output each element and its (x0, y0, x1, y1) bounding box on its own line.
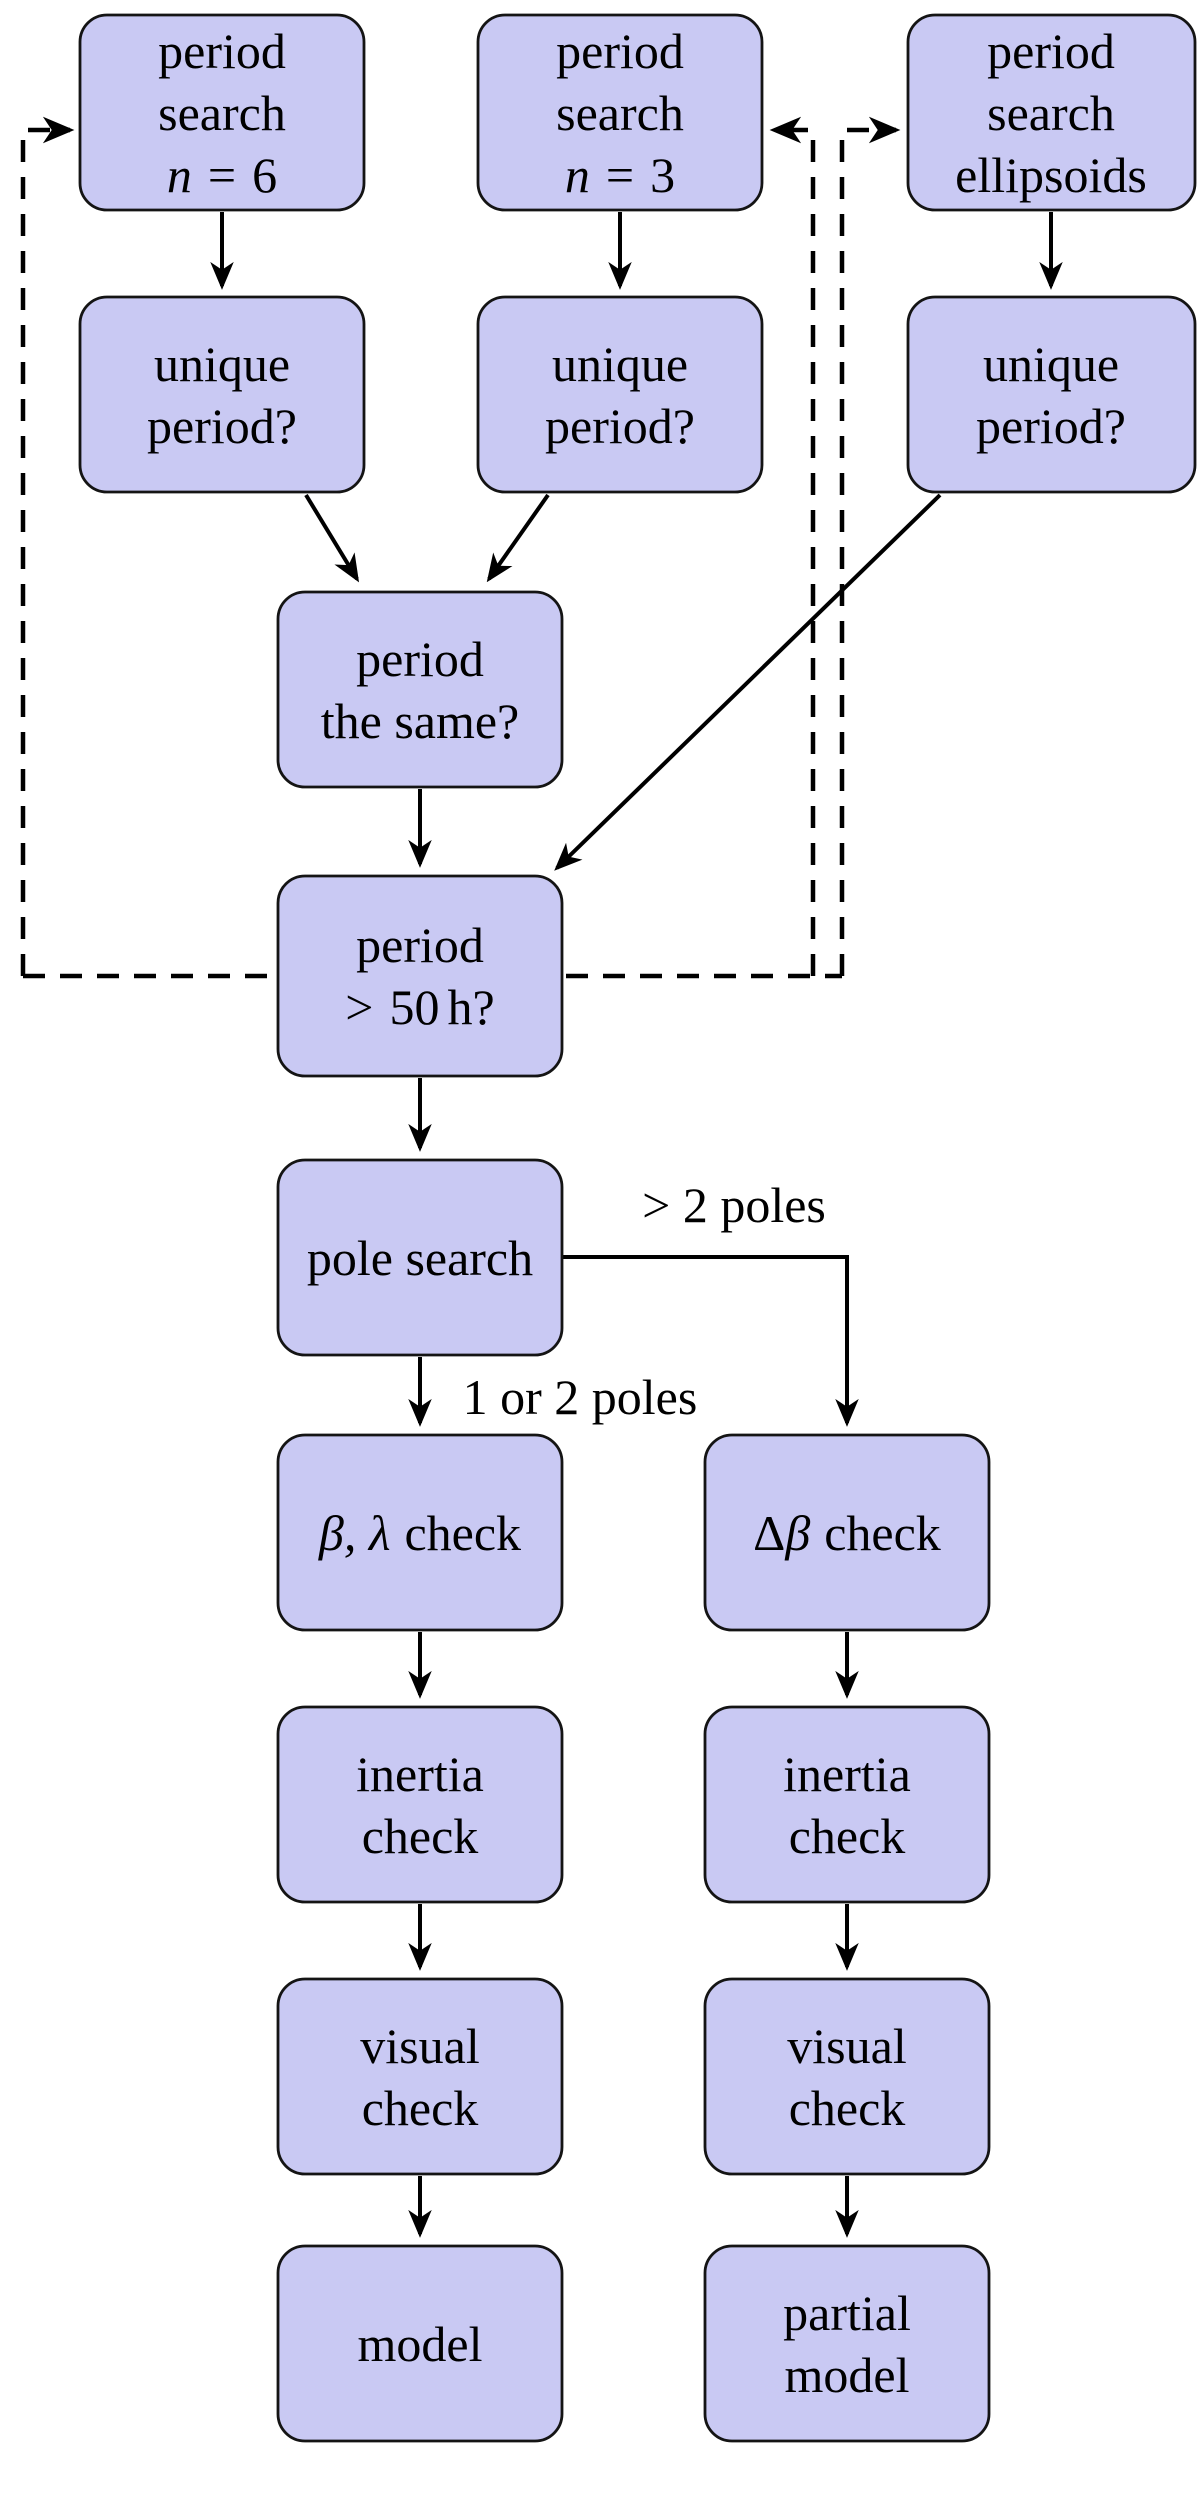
node-period-search-n6-line1: period (158, 23, 286, 79)
node-period-the-same-box (276, 590, 564, 789)
node-period-search-n6-line2: search (158, 85, 286, 141)
feedback-line-inner (769, 116, 816, 976)
arrow-pole-to-db-check (562, 1255, 859, 1427)
feedback-line-outer (839, 116, 901, 976)
node-inertia-check-left: inertia check (276, 1705, 564, 1904)
flow-arrows (210, 212, 1063, 2238)
node-period-search-n6: period search n=6 (78, 13, 366, 212)
node-inertia-check-right-box (703, 1705, 991, 1904)
node-period-search-ellipsoids-line2: search (987, 85, 1115, 141)
node-inertia-check-right-line1: inertia (783, 1746, 911, 1802)
feedback-lines (20, 116, 901, 979)
node-unique-period-2-line2: period? (545, 398, 695, 454)
node-unique-period-2-box (476, 295, 764, 494)
node-visual-check-left-box (276, 1977, 564, 2176)
node-visual-check-right-line1: visual (787, 2018, 906, 2074)
node-beta-lambda-check-box (276, 1433, 564, 1632)
node-unique-period-2-line1: unique (552, 336, 688, 392)
node-unique-period-1-line1: unique (154, 336, 290, 392)
node-period-search-n6-line3: n=6 (167, 147, 277, 203)
node-partial-model-line1: partial (783, 2285, 911, 2341)
node-unique-period-3-line2: period? (976, 398, 1126, 454)
node-unique-period-1-box (78, 295, 366, 494)
node-unique-period-1: unique period? (78, 295, 366, 494)
node-unique-period-1-line2: period? (147, 398, 297, 454)
node-period-search-n3-line1: period (556, 23, 684, 79)
node-visual-check-right-box (703, 1977, 991, 2176)
node-pole-search-box (276, 1158, 564, 1357)
node-period-the-same-line1: period (356, 631, 484, 687)
node-period-search-n6-box (78, 13, 366, 212)
node-inertia-check-right: inertia check (703, 1705, 991, 1904)
node-visual-check-right-line2: check (789, 2080, 906, 2136)
node-model: model (276, 2244, 564, 2443)
node-partial-model: partial model (703, 2244, 991, 2443)
node-period-search-n3-box (476, 13, 764, 212)
arrow-unique1-to-same (304, 493, 360, 583)
node-period-search-ellipsoids-line1: period (987, 23, 1115, 79)
node-period-the-same-line2: the same? (321, 693, 520, 749)
arrow-unique2-to-same (486, 493, 550, 583)
node-period-search-n3-line2: search (556, 85, 684, 141)
node-delta-beta-check-box (703, 1433, 991, 1632)
node-visual-check-left-line2: check (362, 2080, 479, 2136)
node-inertia-check-left-box (276, 1705, 564, 1904)
node-period-search-n3: period search n=3 (476, 13, 764, 212)
feedback-line-left (20, 116, 75, 976)
node-pole-search-label: pole search (307, 1230, 533, 1286)
node-model-label: model (358, 2316, 483, 2372)
node-inertia-check-left-line2: check (362, 1808, 479, 1864)
node-period-gt-50h-line1: period (356, 917, 484, 973)
node-unique-period-2: unique period? (476, 295, 764, 494)
node-inertia-check-right-line2: check (789, 1808, 906, 1864)
node-period-search-ellipsoids: period search ellipsoids (906, 13, 1197, 212)
node-visual-check-left-line1: visual (360, 2018, 479, 2074)
node-period-search-ellipsoids-box (906, 13, 1197, 212)
node-visual-check-right: visual check (703, 1977, 991, 2176)
node-unique-period-3-line1: unique (983, 336, 1119, 392)
node-partial-model-box (703, 2244, 991, 2443)
node-period-the-same: period the same? (276, 590, 564, 789)
node-unique-period-3: unique period? (906, 295, 1197, 494)
node-inertia-check-left-line1: inertia (356, 1746, 484, 1802)
node-model-box (276, 2244, 564, 2443)
node-pole-search: pole search (276, 1158, 564, 1357)
node-period-search-ellipsoids-line3: ellipsoids (955, 147, 1147, 203)
node-partial-model-line2: model (785, 2347, 910, 2403)
edge-label-gt-2-poles: > 2 poles (642, 1177, 826, 1233)
node-period-gt-50h-box (276, 874, 564, 1078)
edge-label-1-or-2-poles: 1 or 2 poles (463, 1369, 698, 1425)
arrow-unique3-to-p50 (554, 493, 942, 871)
node-visual-check-left: visual check (276, 1977, 564, 2176)
node-unique-period-3-box (906, 295, 1197, 494)
node-period-search-n3-line3: n=3 (565, 147, 675, 203)
